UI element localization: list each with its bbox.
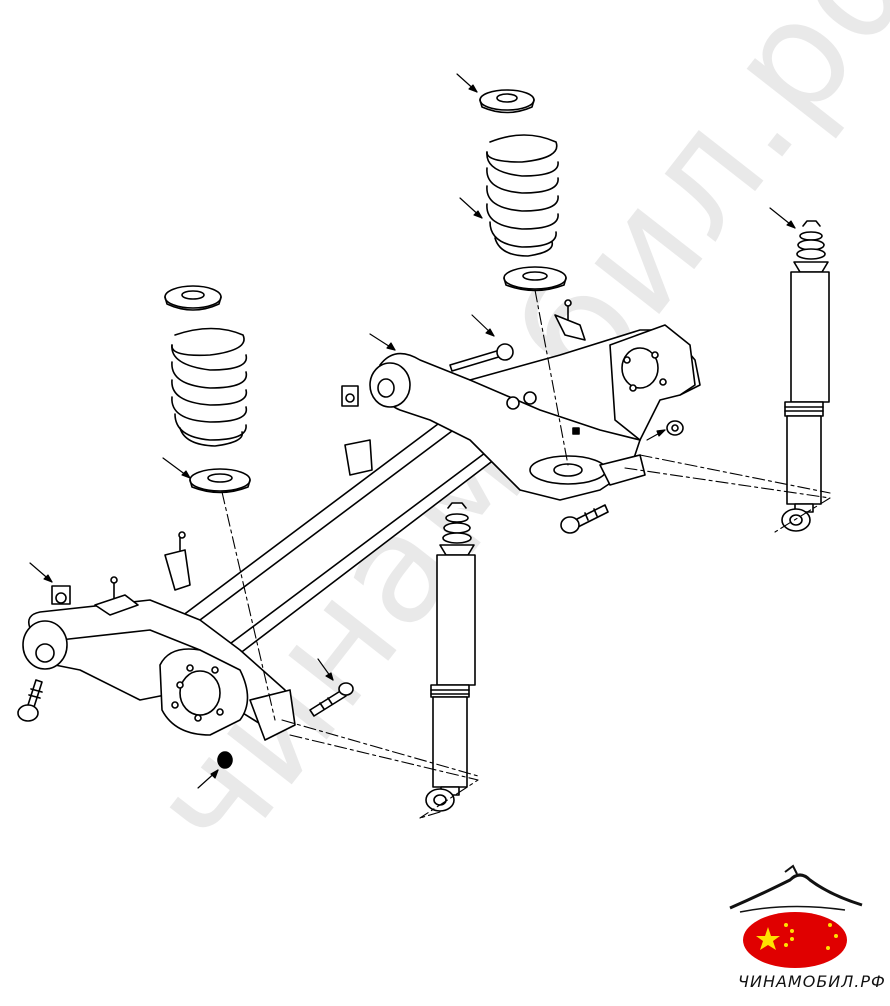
- china-flag-emblem: [743, 912, 847, 968]
- right-lower-spring-seat: [503, 266, 567, 292]
- twist-beam-axle: [22, 324, 701, 741]
- right-upper-spring-seat: [479, 89, 535, 114]
- assembly-guide-lines: [221, 289, 831, 819]
- right-shock-absorber: [781, 220, 830, 532]
- left-shock-bolt: [309, 682, 354, 717]
- left-pivot-bolt: [17, 679, 43, 722]
- right-coil-spring: [479, 89, 567, 292]
- right-shock-bolt: [560, 504, 609, 534]
- left-bump-stop-nut: [51, 585, 71, 605]
- right-pivot-bolt: [449, 343, 514, 372]
- brand-logo: [729, 864, 863, 968]
- brake-line-brackets: [94, 299, 586, 616]
- leader-arrows: [29, 73, 796, 789]
- left-shock-absorber: [425, 502, 476, 812]
- right-shock-nut: [666, 420, 684, 436]
- left-upper-spring-seat: [164, 285, 222, 311]
- right-bump-stop-nut: [341, 385, 359, 407]
- left-lower-spring-seat: [189, 468, 251, 494]
- left-coil-spring: [164, 285, 251, 494]
- brand-logo-text: ЧИНАМОБИЛ.РФ: [738, 972, 886, 991]
- left-shock-nut: [217, 751, 233, 769]
